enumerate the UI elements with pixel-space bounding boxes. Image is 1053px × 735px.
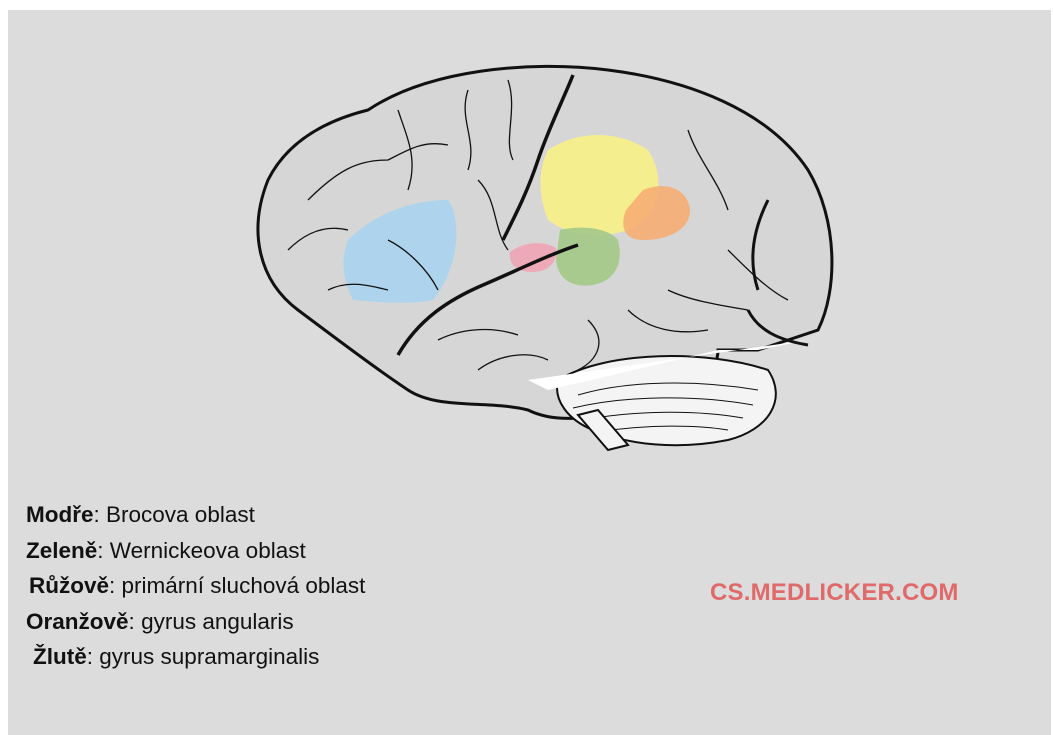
legend: Modře: Brocova oblast Zeleně: Wernickeov… — [26, 497, 365, 675]
legend-color-name: Žlutě — [33, 644, 87, 669]
legend-color-name: Růžově — [29, 573, 109, 598]
brain-illustration — [248, 50, 848, 490]
watermark-text: CS.MEDLICKER.COM — [710, 579, 959, 607]
legend-separator: : — [129, 609, 142, 634]
legend-item-green: Zeleně: Wernickeova oblast — [26, 533, 365, 569]
cerebellum — [557, 356, 776, 445]
legend-separator: : — [109, 573, 122, 598]
legend-color-name: Zeleně — [26, 538, 97, 563]
legend-label: gyrus supramarginalis — [99, 644, 319, 669]
legend-separator: : — [97, 538, 110, 563]
legend-item-pink: Růžově: primární sluchová oblast — [26, 568, 365, 604]
legend-separator: : — [94, 502, 107, 527]
diagram-panel: Modře: Brocova oblast Zeleně: Wernickeov… — [8, 10, 1051, 735]
legend-item-orange: Oranžově: gyrus angularis — [26, 604, 365, 640]
legend-label: Brocova oblast — [106, 502, 255, 527]
legend-label: gyrus angularis — [141, 609, 294, 634]
legend-item-yellow: Žlutě: gyrus supramarginalis — [26, 639, 365, 675]
legend-separator: : — [87, 644, 100, 669]
legend-color-name: Oranžově — [26, 609, 129, 634]
legend-color-name: Modře — [26, 502, 94, 527]
legend-label: primární sluchová oblast — [122, 573, 366, 598]
legend-label: Wernickeova oblast — [110, 538, 306, 563]
wernicke-area — [556, 228, 620, 286]
legend-item-blue: Modře: Brocova oblast — [26, 497, 365, 533]
